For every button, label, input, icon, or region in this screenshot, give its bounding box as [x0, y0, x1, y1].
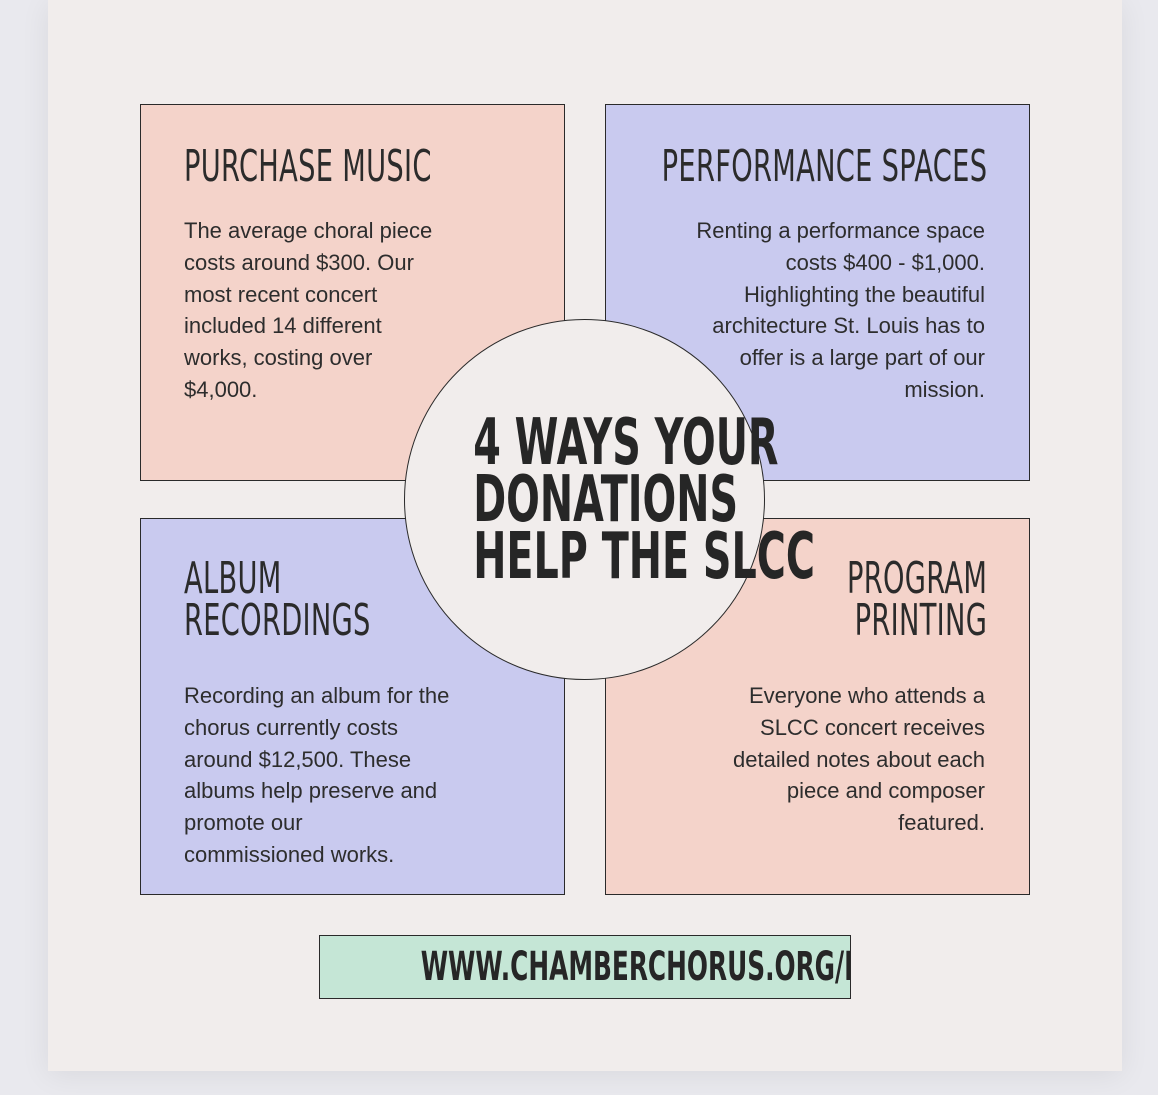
- infographic-page: PURCHASE MUSIC The average choral piece …: [48, 0, 1122, 1071]
- title-line: 4 WAYS YOUR: [473, 406, 779, 480]
- card-body-line: Renting a performance space: [696, 218, 985, 243]
- card-title-line: PRINTING: [854, 595, 987, 646]
- title-line: HELP THE SLCC: [473, 520, 816, 594]
- donate-url-box: WWW.CHAMBERCHORUS.ORG/DONATE: [319, 935, 851, 999]
- card-body-line: included 14 different: [184, 313, 382, 339]
- card-body-line: $4,000.: [184, 376, 258, 402]
- card-body-line: around $12,500. These: [184, 746, 412, 772]
- center-circle: 4 WAYS YOUR DONATIONS HELP THE SLCC: [404, 319, 815, 680]
- card-body-line: Highlighting the beautiful: [744, 281, 985, 307]
- title-line: DONATIONS: [473, 463, 739, 537]
- card-title: PROGRAM PRINTING: [847, 557, 987, 643]
- card-body: Renting a performance space costs $400 -…: [696, 215, 985, 406]
- card-title-line: PURCHASE MUSIC: [184, 141, 432, 192]
- card-title: ALBUM RECORDINGS: [184, 557, 371, 643]
- card-title-line: PERFORMANCE SPACES: [661, 141, 987, 192]
- card-title: PERFORMANCE SPACES: [661, 145, 987, 189]
- card-body: Everyone who attends a SLCC concert rece…: [733, 680, 985, 839]
- card-purchase-music: PURCHASE MUSIC The average choral piece …: [140, 104, 565, 481]
- card-body-line: most recent concert: [184, 281, 378, 307]
- card-album-recordings: ALBUM RECORDINGS Recording an album for …: [140, 518, 565, 895]
- card-body-line: SLCC concert receives: [760, 714, 985, 740]
- card-body-line: featured.: [898, 810, 985, 836]
- card-title-line: ALBUM: [184, 553, 282, 604]
- card-body: The average choral piece costs around $3…: [184, 215, 432, 406]
- card-body-line: albums help preserve and: [184, 778, 438, 804]
- card-body-line: architecture St. Louis has to: [712, 313, 985, 339]
- card-title: PURCHASE MUSIC: [184, 145, 432, 189]
- card-body-line: Everyone who attends a: [748, 683, 985, 708]
- card-body-line: mission.: [904, 376, 985, 402]
- card-title-line: RECORDINGS: [184, 595, 371, 646]
- card-body-line: promote our: [184, 810, 303, 836]
- card-body-line: costs around $300. Our: [184, 249, 414, 275]
- card-body-line: detailed notes about each: [733, 746, 985, 772]
- card-body: Recording an album for the chorus curren…: [184, 680, 449, 871]
- card-body-line: piece and composer: [786, 778, 985, 804]
- card-body-line: costs $400 - $1,000.: [785, 249, 985, 275]
- card-title-line: PROGRAM: [846, 553, 987, 604]
- card-body-line: commissioned works.: [184, 841, 395, 867]
- card-body-line: offer is a large part of our: [739, 345, 985, 371]
- donate-url: WWW.CHAMBERCHORUS.ORG/DONATE: [420, 944, 850, 990]
- card-body-line: chorus currently costs: [184, 714, 398, 740]
- card-body-line: works, costing over: [184, 345, 373, 371]
- card-body-line: Recording an album for the: [184, 683, 450, 708]
- page-title: 4 WAYS YOUR DONATIONS HELP THE SLCC: [473, 411, 815, 589]
- card-body-line: The average choral piece: [184, 218, 433, 243]
